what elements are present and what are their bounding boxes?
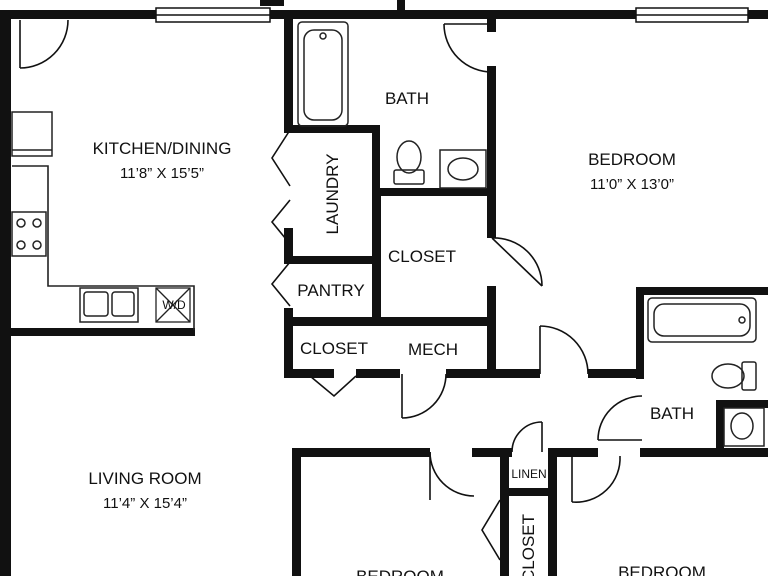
room-labels: KITCHEN/DINING 11’8” X 15’5” BATH BEDROO… — [88, 89, 706, 576]
room-label-closet-small: CLOSET — [300, 339, 368, 358]
toilet-icon — [711, 361, 757, 391]
washer-dryer-label: W/D — [162, 298, 186, 312]
room-label-bedroom-main: BEDROOM — [588, 150, 676, 169]
sink-icon — [439, 149, 487, 189]
room-label-pantry: PANTRY — [297, 281, 364, 300]
room-label-closet-center: CLOSET — [388, 247, 456, 266]
room-label-bedroom-lower-right: BEDROOM — [618, 563, 706, 576]
room-label-laundry: LAUNDRY — [323, 154, 342, 235]
room-label-bath-right: BATH — [650, 404, 694, 423]
room-label-bedroom-lower-left: BEDROOM — [356, 567, 444, 576]
room-dims-kitchen: 11’8” X 15’5” — [120, 165, 204, 182]
room-label-bath-top: BATH — [385, 89, 429, 108]
bathtub-icon — [647, 297, 757, 343]
refrigerator-icon — [11, 111, 53, 157]
washer-dryer-icon — [155, 287, 191, 323]
room-label-living: LIVING ROOM — [88, 469, 201, 488]
kitchen-counter — [12, 165, 195, 330]
sink-icon — [723, 407, 765, 447]
room-label-linen: LINEN — [511, 467, 546, 481]
room-dims-bedroom-main: 11’0” X 13’0” — [590, 176, 674, 193]
toilet-icon — [393, 140, 425, 185]
bathtub-icon — [297, 21, 349, 127]
stove-icon — [11, 211, 47, 257]
doors — [19, 19, 643, 561]
room-label-closet-lower: CLOSET — [519, 514, 538, 576]
room-dims-living: 11’4” X 15’4” — [103, 495, 187, 512]
windows — [155, 7, 749, 23]
room-label-kitchen: KITCHEN/DINING — [93, 139, 232, 158]
kitchen-sink-icon — [79, 287, 139, 323]
room-label-mech: MECH — [408, 340, 458, 359]
